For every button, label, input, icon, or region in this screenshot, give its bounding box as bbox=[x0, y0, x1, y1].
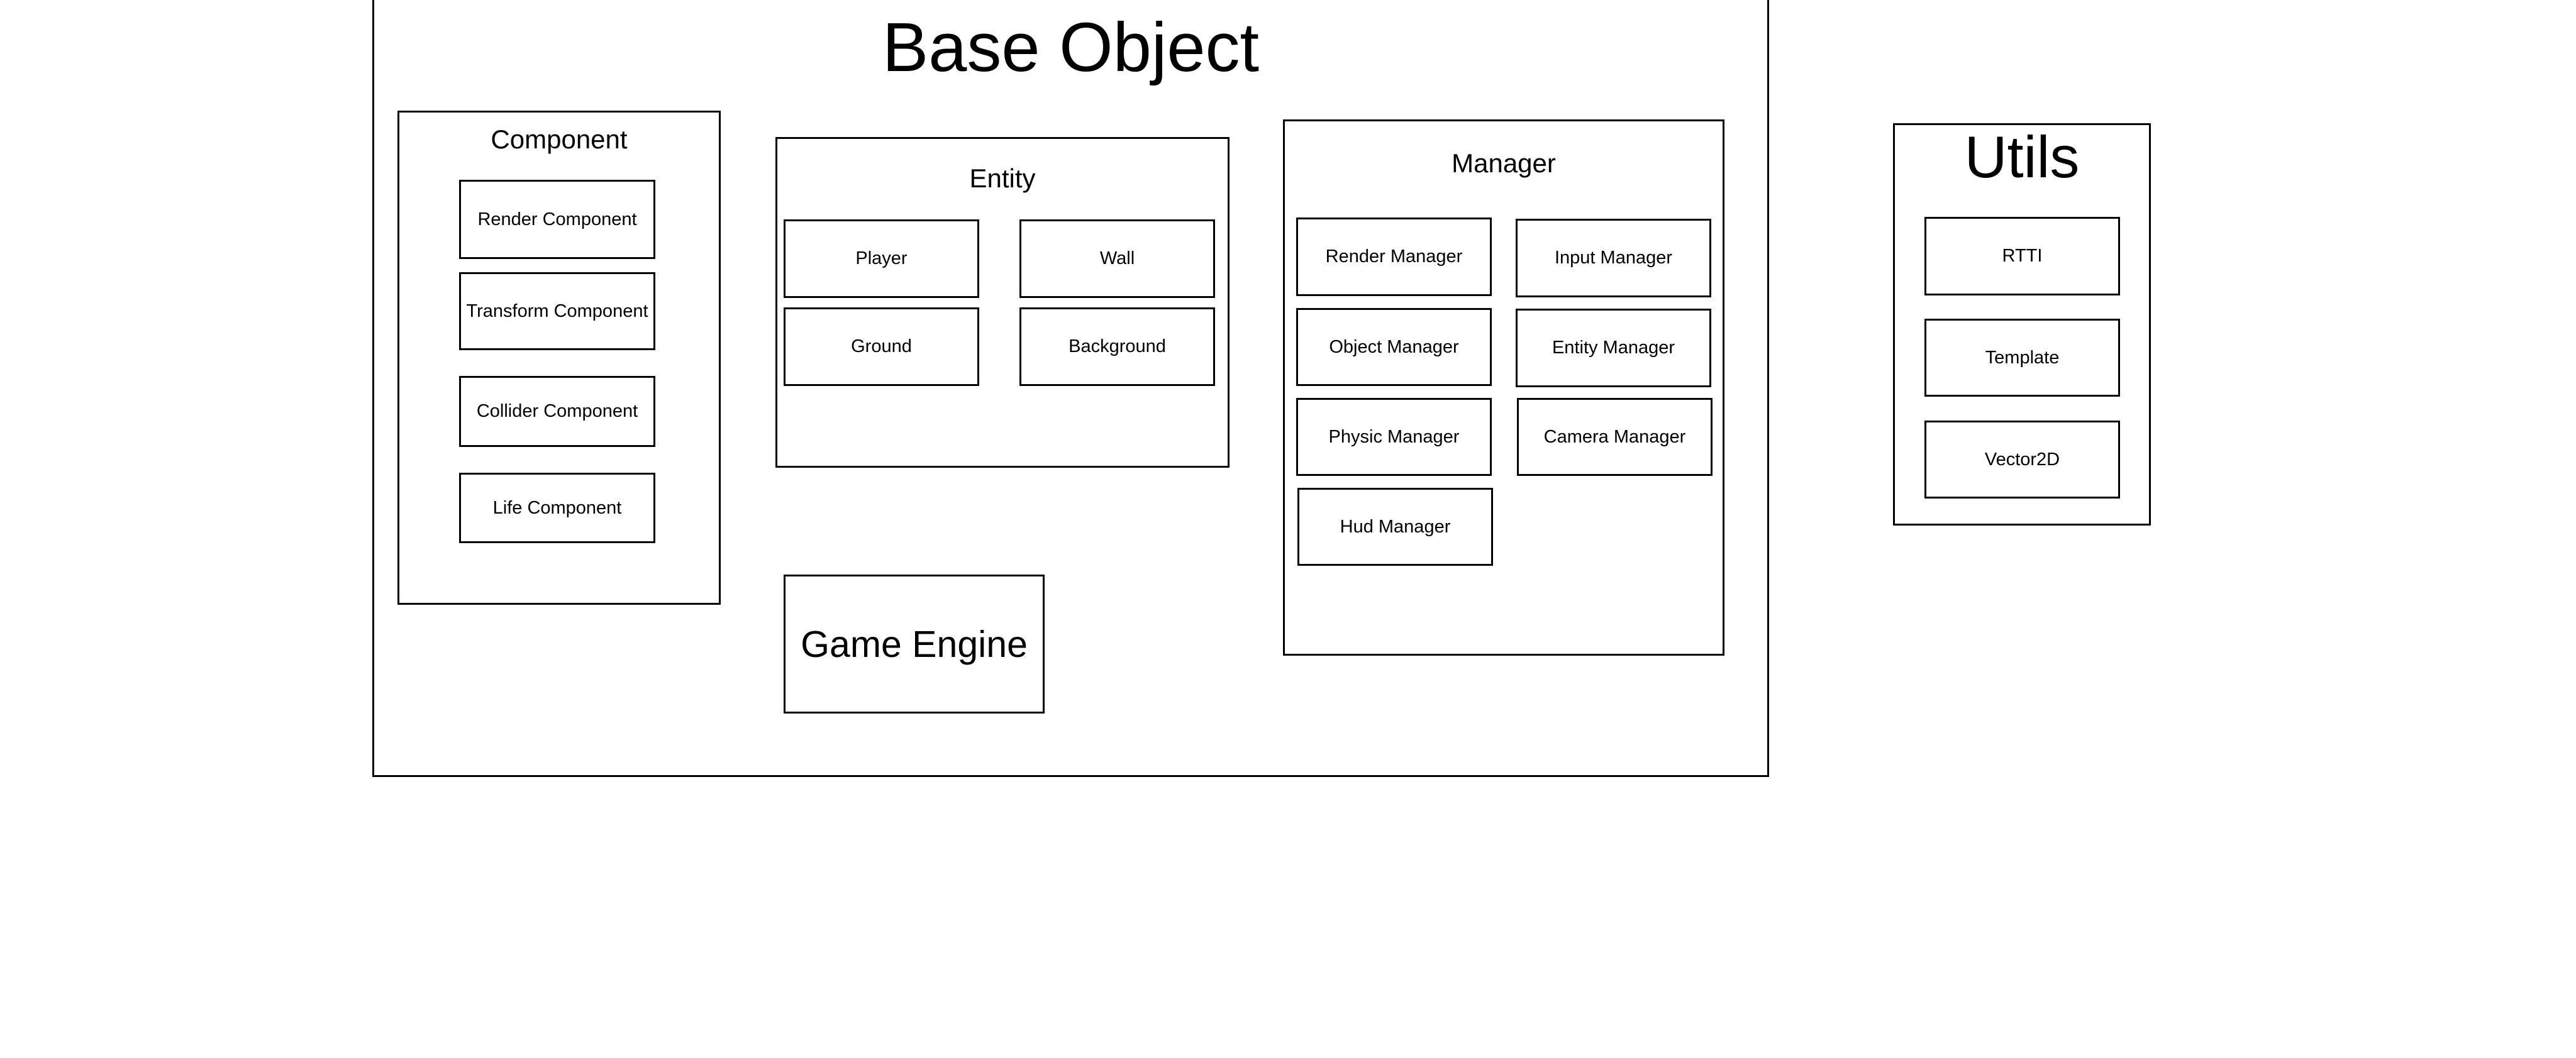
manager-group: Manager bbox=[1283, 119, 1724, 656]
rtti-box: RTTI bbox=[1924, 217, 2120, 295]
render-manager-box: Render Manager bbox=[1296, 218, 1492, 296]
ground-box: Ground bbox=[784, 307, 979, 386]
vector2d-box: Vector2D bbox=[1924, 421, 2120, 499]
template-box: Template bbox=[1924, 319, 2120, 397]
physic-manager-box: Physic Manager bbox=[1296, 398, 1492, 476]
wall-box: Wall bbox=[1019, 219, 1215, 298]
object-manager-box: Object Manager bbox=[1296, 308, 1492, 386]
component-group-title: Component bbox=[491, 124, 628, 154]
game-engine-box: Game Engine bbox=[784, 575, 1045, 714]
hud-manager-box: Hud Manager bbox=[1297, 488, 1493, 566]
player-box: Player bbox=[784, 219, 979, 298]
base-object-title: Base Object bbox=[882, 9, 1260, 86]
entity-group-title: Entity bbox=[969, 163, 1036, 193]
background-box: Background bbox=[1019, 307, 1215, 386]
transform-component-box: Transform Component bbox=[459, 272, 655, 350]
entity-manager-box: Entity Manager bbox=[1516, 309, 1711, 387]
manager-group-title: Manager bbox=[1452, 148, 1556, 178]
collider-component-box: Collider Component bbox=[459, 376, 655, 447]
life-component-box: Life Component bbox=[459, 473, 655, 543]
render-component-box: Render Component bbox=[459, 180, 655, 259]
camera-manager-box: Camera Manager bbox=[1517, 398, 1713, 476]
utils-group-title: Utils bbox=[1964, 124, 2080, 190]
input-manager-box: Input Manager bbox=[1516, 219, 1711, 297]
entity-group: Entity bbox=[775, 137, 1230, 468]
